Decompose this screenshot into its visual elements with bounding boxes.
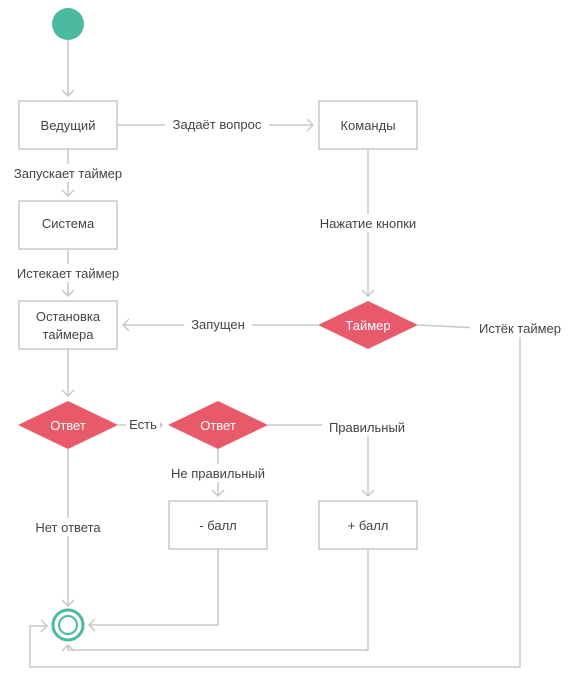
arrow-timer-end bbox=[40, 619, 49, 633]
label-no-answer: Нет ответа bbox=[35, 520, 101, 535]
label-button-press: Нажатие кнопки bbox=[320, 216, 416, 231]
node-minus-label: - балл bbox=[199, 518, 237, 533]
arrow-answer1-end bbox=[61, 599, 75, 608]
label-started: Запущен bbox=[191, 317, 245, 332]
node-system-label: Система bbox=[42, 216, 95, 231]
decision-answer-1 bbox=[18, 401, 118, 449]
node-minus bbox=[168, 500, 268, 550]
decision-answer-2 bbox=[168, 401, 268, 449]
arrow-host-system bbox=[61, 189, 75, 198]
decision-answer-2-label: Ответ bbox=[200, 418, 236, 433]
label-timer-expires: Истекает таймер bbox=[17, 266, 119, 281]
node-system bbox=[18, 200, 118, 250]
label-asks: Задаёт вопрос bbox=[173, 117, 262, 132]
arrow-system-stop bbox=[61, 289, 75, 298]
decision-timer-label: Таймер bbox=[345, 318, 390, 333]
node-stop-timer-label-1: Остановка bbox=[36, 309, 101, 324]
label-expired: Истёк таймер bbox=[479, 321, 561, 336]
arrow-start-host bbox=[61, 89, 75, 98]
label-has: Есть bbox=[129, 417, 157, 432]
arrow-timer-stop bbox=[121, 318, 130, 332]
edge-plus-end bbox=[67, 549, 369, 651]
arrow-answer2-plus bbox=[361, 489, 375, 498]
arrow-answer2-minus bbox=[211, 489, 225, 498]
arrow-minus-end bbox=[87, 618, 96, 632]
node-teams bbox=[318, 100, 418, 150]
edge-minus-end bbox=[89, 549, 219, 626]
decision-timer bbox=[318, 301, 418, 349]
node-plus bbox=[318, 500, 418, 550]
end-node-inner bbox=[58, 615, 78, 635]
node-plus-label: + балл bbox=[348, 518, 389, 533]
decision-answer-1-label: Ответ bbox=[50, 418, 86, 433]
arrow-host-teams bbox=[306, 118, 315, 132]
start-node bbox=[52, 8, 84, 40]
node-stop-timer-label-2: таймера bbox=[43, 327, 95, 342]
label-correct: Правильный bbox=[329, 420, 405, 435]
node-host-label: Ведущий bbox=[41, 118, 96, 133]
arrow-plus-end bbox=[61, 643, 75, 652]
edge-timer-end bbox=[29, 324, 521, 668]
label-incorrect: Не правильный bbox=[171, 466, 265, 481]
label-starts-timer: Запускает таймер bbox=[14, 166, 122, 181]
node-teams-label: Команды bbox=[340, 118, 395, 133]
arrow-stop-answer bbox=[61, 389, 75, 398]
arrow-teams-timer bbox=[361, 289, 375, 298]
